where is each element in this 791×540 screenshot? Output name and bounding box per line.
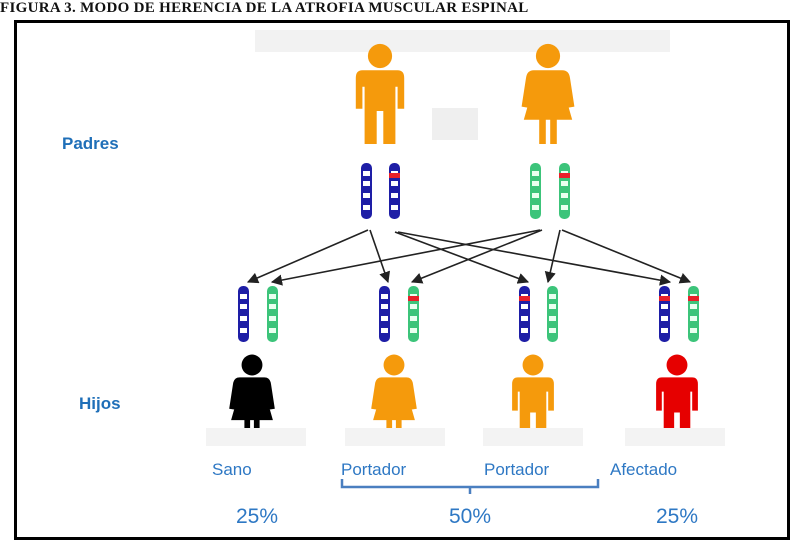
mutation-mark — [389, 173, 400, 178]
inheritance-diagram — [206, 30, 725, 494]
child-1-chromosomes — [238, 286, 278, 342]
percent-carrier: 50% — [449, 505, 492, 528]
faded-box — [345, 428, 445, 446]
faded-title-band — [255, 30, 670, 52]
children-label: Hijos — [79, 394, 121, 413]
mutation-mark — [408, 296, 419, 301]
mutation-mark — [559, 173, 570, 178]
percent-healthy: 25% — [236, 505, 279, 528]
carrier-bracket — [340, 479, 600, 494]
child-4-chromosomes — [659, 286, 699, 342]
parents-label: Padres — [62, 134, 119, 153]
faded-box — [206, 428, 306, 446]
mutation-mark — [688, 296, 699, 301]
mutation-mark — [519, 296, 530, 301]
figure-caption: FIGURA 3. MODO DE HERENCIA DE LA ATROFIA… — [0, 0, 529, 16]
child-3-chromosomes — [519, 286, 558, 342]
father-chromosome-pair — [361, 163, 400, 219]
child-2-chromosomes — [379, 286, 419, 342]
faded-box — [483, 428, 583, 446]
inheritance-arrows — [246, 229, 692, 286]
father-figure-icon — [355, 43, 405, 145]
mother-chromosome-pair — [530, 163, 570, 219]
percent-affected: 25% — [656, 505, 699, 528]
status-carrier-2: Portador — [484, 460, 550, 479]
status-affected: Afectado — [610, 460, 678, 479]
status-healthy: Sano — [212, 460, 252, 479]
faded-plus-sign — [432, 108, 478, 140]
mother-figure-icon — [521, 43, 575, 145]
status-carrier-1: Portador — [341, 460, 407, 479]
mutation-mark — [659, 296, 670, 301]
faded-box — [625, 428, 725, 446]
